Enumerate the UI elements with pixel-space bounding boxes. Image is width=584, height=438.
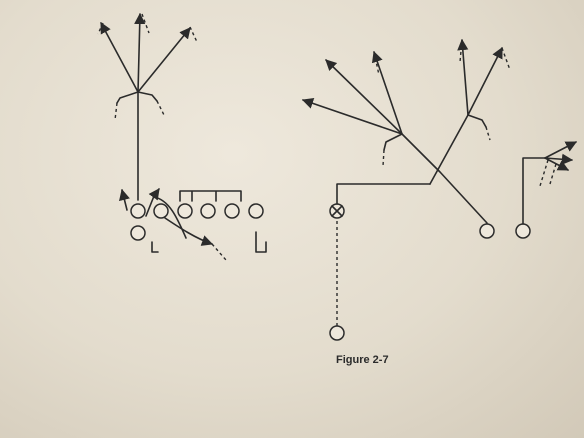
fan-right-option-2 — [501, 47, 511, 71]
fan-right-option-3 — [485, 126, 491, 141]
left-player-3 — [177, 203, 193, 219]
fan-right-1 — [457, 38, 469, 116]
far-right-fan-2 — [544, 153, 574, 165]
deep-back-player — [329, 325, 345, 341]
option-route-6 — [121, 189, 124, 201]
option-route-4 — [114, 102, 118, 121]
fan-left-2 — [325, 59, 403, 135]
option-route-2 — [141, 13, 150, 34]
far-right-option-2 — [549, 163, 557, 185]
fan-left-3 — [371, 50, 403, 135]
far-right-fan-3 — [544, 157, 569, 171]
left-player-5 — [224, 203, 240, 219]
left-player-6 — [248, 203, 264, 219]
left-backfield-player — [130, 225, 146, 241]
option-route-1 — [97, 22, 104, 35]
far-right-fan-1 — [544, 141, 577, 159]
option-route-3 — [189, 26, 198, 43]
route-fan-center — [134, 12, 146, 93]
fan-right-curl — [467, 114, 487, 128]
crossing-route — [153, 196, 187, 239]
far-right-option-1 — [539, 159, 549, 187]
route-curl-right — [137, 91, 158, 102]
right-play — [301, 38, 577, 341]
right-player-1 — [479, 223, 495, 239]
route-curl-left — [116, 91, 139, 104]
figure-caption: Figure 2-7 — [336, 354, 389, 366]
fan-right-2 — [467, 47, 503, 116]
fan-left-1 — [301, 97, 403, 135]
left-play — [97, 12, 267, 261]
route-fan-left — [100, 22, 139, 93]
left-offensive-line — [130, 203, 264, 241]
far-right-route — [522, 157, 546, 225]
line-swing-arrow — [145, 188, 160, 217]
line-release-arrow — [119, 188, 130, 211]
route-fan-right — [137, 27, 191, 93]
right-player-2 — [515, 223, 531, 239]
right-block-mark-low — [255, 231, 267, 253]
option-route-5 — [156, 100, 166, 118]
center-route — [336, 183, 431, 205]
left-block-mark-low — [151, 241, 159, 253]
fan-left-option-1 — [373, 51, 380, 76]
cross-mark — [331, 205, 343, 217]
diagonal-route-lower — [401, 133, 488, 224]
fan-left-curl — [383, 133, 403, 151]
sweep-option-route — [211, 243, 227, 261]
diagonal-route-upper — [429, 114, 469, 185]
left-player-1 — [130, 203, 146, 219]
sweep-route — [164, 217, 214, 246]
line-block-marks — [179, 190, 242, 202]
fan-right-option-1 — [459, 39, 463, 63]
left-player-2 — [153, 203, 169, 219]
fan-left-option-2 — [382, 149, 385, 167]
left-player-4 — [200, 203, 216, 219]
